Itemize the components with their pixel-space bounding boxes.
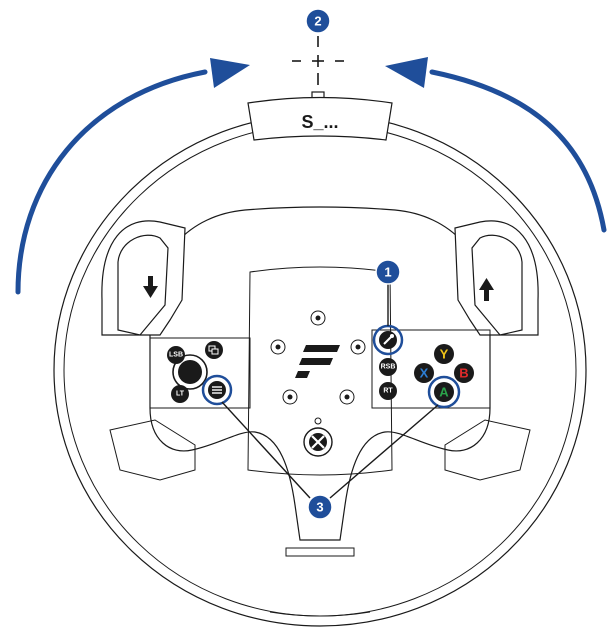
rt-button[interactable]: RT — [379, 382, 397, 400]
lsb-label: LSB — [169, 352, 183, 359]
arrow-down-icon — [143, 276, 158, 298]
callout-2-label: 2 — [314, 14, 321, 29]
y-label: Y — [440, 347, 449, 362]
center-screw — [270, 310, 366, 425]
callout-3: 3 — [307, 494, 333, 520]
xbox-logo-icon — [309, 433, 327, 451]
wheel-hub — [149, 206, 491, 541]
rt-label: RT — [383, 388, 393, 395]
a-label: A — [439, 385, 449, 400]
x-label: X — [420, 366, 429, 381]
a-highlight-ring — [427, 375, 461, 409]
menu-button[interactable] — [208, 381, 226, 399]
x-button[interactable]: X — [414, 363, 434, 383]
center-marker — [292, 36, 344, 103]
lsb-button[interactable]: LSB — [167, 346, 185, 364]
arrow-up-icon — [479, 278, 494, 301]
rsb-button[interactable]: RSB — [379, 358, 397, 376]
rsb-label: RSB — [381, 364, 396, 371]
callout-leader-lines — [221, 283, 439, 499]
xbox-button[interactable] — [303, 427, 333, 457]
rotation-arrow-left-icon — [15, 58, 250, 295]
f-logo-icon — [295, 345, 340, 378]
b-label: B — [459, 366, 468, 381]
y-button[interactable]: Y — [434, 344, 454, 364]
rim-display-label: S_... — [301, 112, 338, 132]
callout-2: 2 — [305, 8, 331, 34]
right-button-panel — [371, 329, 491, 409]
a-button[interactable]: A — [434, 382, 454, 402]
callout-1: 1 — [375, 259, 401, 285]
rotation-arrow-right-icon — [385, 57, 607, 233]
left-paddle[interactable] — [117, 234, 169, 336]
lt-button[interactable]: LT — [171, 385, 189, 403]
center-panel — [270, 310, 366, 425]
wrench-icon — [383, 334, 394, 345]
right-paddle[interactable] — [471, 234, 523, 336]
menu-highlight-ring — [201, 374, 233, 406]
callout-1-label: 1 — [384, 265, 391, 280]
menu-icon — [212, 386, 222, 394]
lt-label: LT — [176, 391, 185, 398]
joystick[interactable] — [172, 354, 208, 390]
b-button[interactable]: B — [454, 363, 474, 383]
view-icon — [208, 345, 219, 355]
view-button[interactable] — [205, 341, 223, 359]
left-button-panel — [149, 337, 251, 409]
wrench-button[interactable] — [379, 331, 397, 349]
callout-3-label: 3 — [316, 500, 323, 515]
